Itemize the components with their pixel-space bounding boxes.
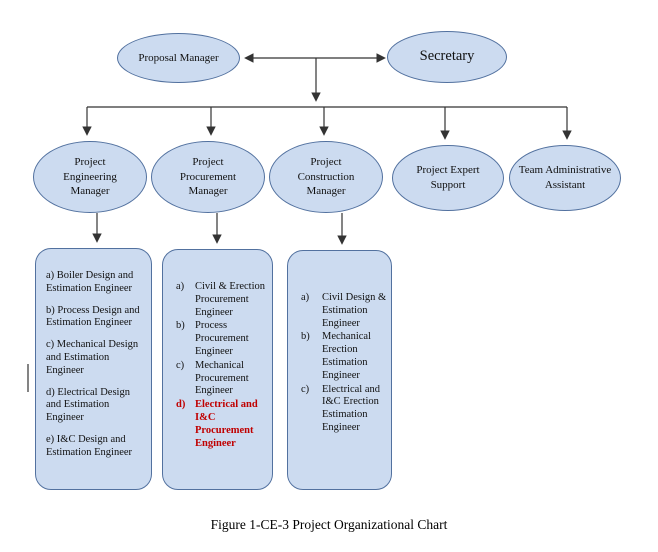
item-text: Civil & Erection Procurement Engineer <box>195 281 265 318</box>
item-marker: b) <box>176 320 185 332</box>
list-item: c) Mechanical Procurement Engineer <box>176 360 268 398</box>
node-label: Project Construction Manager <box>297 155 355 198</box>
item-marker: d) <box>176 399 186 411</box>
engineering-team-box: a) Boiler Design and Estimation Engineer… <box>35 248 152 490</box>
item-marker: a) <box>46 270 55 281</box>
list-item: c) Mechanical Design and Estimation Engi… <box>46 339 144 377</box>
item-text: Electrical and I&C Erection Estimation E… <box>322 383 381 433</box>
item-text: Process Procurement Engineer <box>195 320 249 357</box>
item-marker: a) <box>176 281 185 292</box>
node-label: Secretary <box>419 48 475 65</box>
node-label: Project Engineering Manager <box>63 155 117 198</box>
item-marker: c) <box>46 339 55 351</box>
bracket-drop-arrows <box>82 107 572 140</box>
node-label: Proposal Manager <box>138 51 219 64</box>
item-text: Civil Design & Estimation Engineer <box>322 292 387 329</box>
node-proposal-manager: Proposal Manager <box>117 33 240 83</box>
node-label: Project Expert Support <box>416 164 480 191</box>
item-text: Electrical Design and Estimation Enginee… <box>46 386 130 424</box>
item-text: I&C Design and Estimation Engineer <box>46 433 133 458</box>
item-marker: c) <box>176 359 185 371</box>
item-marker: d) <box>46 386 55 398</box>
list-item: a) Boiler Design and Estimation Engineer <box>46 270 144 296</box>
list-item: a) Civil & Erection Procurement Engineer <box>176 281 268 319</box>
item-marker: e) <box>46 433 55 445</box>
list-item: b) Process Design and Estimation Enginee… <box>46 305 144 331</box>
list-item-highlighted: d) Electrical and I&C Procurement Enginee… <box>176 399 268 450</box>
list-item: b) Process Procurement Engineer <box>176 320 268 358</box>
list-item: a) Civil Design & Estimation Engineer <box>301 292 387 330</box>
node-label: Project Procurement Manager <box>179 155 237 198</box>
list-item: e) I&C Design and Estimation Engineer <box>46 434 144 460</box>
node-project-expert-support: Project Expert Support <box>392 145 504 211</box>
item-marker: b) <box>46 304 55 316</box>
node-project-engineering-manager: Project Engineering Manager <box>33 141 147 213</box>
item-text: Process Design and Estimation Engineer <box>46 304 140 329</box>
node-project-procurement-manager: Project Procurement Manager <box>151 141 265 213</box>
item-text: Boiler Design and Estimation Engineer <box>46 270 134 294</box>
procurement-team-box: a)Civil & Erection Procurement Engineer … <box>162 249 273 490</box>
node-project-construction-manager: Project Construction Manager <box>269 141 383 213</box>
list-item: d) Electrical Design and Estimation Engi… <box>46 387 144 425</box>
figure-caption: Figure 1-CE-3 Project Organizational Cha… <box>210 517 448 532</box>
manager-team-arrows <box>92 213 347 245</box>
item-text: Mechanical Design and Estimation Enginee… <box>46 339 139 376</box>
item-marker: a) <box>301 292 310 303</box>
item-marker: b) <box>301 331 310 343</box>
item-text: Mechanical Erection Estimation Engineer <box>322 331 371 381</box>
node-label: Team Administrative Assistant <box>518 164 612 191</box>
construction-team-box: a) Civil Design & Estimation Engineer b) M… <box>287 250 392 490</box>
item-marker: c) <box>301 383 310 395</box>
item-text: Mechanical Procurement Engineer <box>195 359 249 397</box>
item-text: Electrical and I&C Procurement Engineer <box>195 399 258 449</box>
node-team-administrative-assistant: Team Administrative Assistant <box>509 145 621 211</box>
node-secretary: Secretary <box>387 31 507 83</box>
list-item: b) Mechanical Erection Estimation Enginee… <box>301 331 387 382</box>
list-item: c) Electrical and I&C Erection Estimation… <box>301 384 387 435</box>
